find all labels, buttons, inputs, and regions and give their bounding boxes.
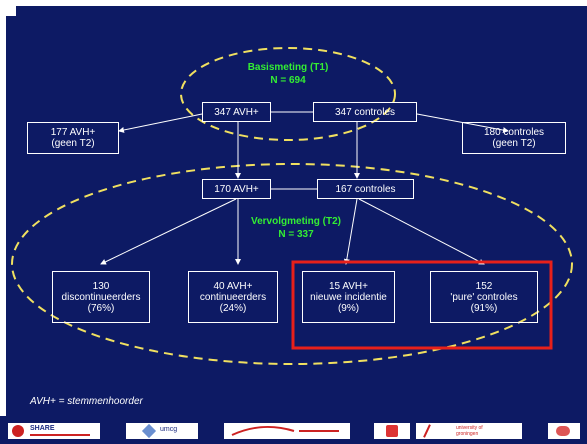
t1-avh-box: 347 AVH+: [202, 102, 271, 122]
corner-logo-mark: [556, 426, 570, 436]
t2-avh-box: 170 AVH+: [202, 179, 271, 199]
continue-count: 40 AVH+: [213, 280, 253, 292]
share-sub-bar: [30, 434, 90, 436]
arrow-to-incidence: [343, 198, 358, 265]
incidence-pct: (9%): [337, 302, 360, 314]
wave-logo-icon: [224, 423, 350, 439]
discontinue-label: discontinueerders: [61, 291, 141, 303]
baseline-title: Basismeting (T1) N = 694: [228, 61, 348, 87]
pure-pct: (91%): [470, 302, 498, 314]
continue-label: continueerders: [199, 291, 267, 303]
pure-count: 152: [475, 280, 493, 292]
rug-crest-icon: [374, 423, 410, 439]
uni-line1: university of: [456, 425, 483, 431]
umcg-text: umcg: [160, 426, 178, 433]
lost-controls-box: 180 controles (geen T2): [462, 122, 566, 154]
lost-avh-box: 177 AVH+ (geen T2): [27, 122, 119, 154]
arrow-to-discontinue: [100, 198, 237, 265]
incidence-label: nieuwe incidentie: [310, 291, 387, 303]
followup-ellipse: [11, 163, 573, 365]
highlight-rect: [291, 260, 553, 350]
lost-avh-count: 177 AVH+: [50, 127, 96, 138]
arrow-to-lost-avh: [118, 113, 203, 133]
baseline-ellipse: [180, 47, 396, 141]
arrow-to-pure: [358, 198, 485, 265]
share-logo-icon: SHARE: [8, 423, 100, 439]
followup-title-text: Vervolgmeting (T2): [250, 216, 341, 227]
legend-note: AVH+ = stemmenhoorder: [30, 396, 143, 407]
university-logo-icon: university of groningen: [416, 423, 522, 439]
followup-title: Vervolgmeting (T2) N = 337: [236, 215, 356, 241]
umcg-mark: [141, 423, 157, 439]
pure-label: 'pure' controles: [450, 291, 518, 303]
continue-pct: (24%): [219, 302, 247, 314]
share-text: SHARE: [30, 425, 55, 432]
discontinue-box: 130 discontinueerders (76%): [52, 271, 150, 323]
t1-controls-box: 347 controles: [313, 102, 417, 122]
corner-mark: [6, 6, 16, 16]
uni-slash: [423, 424, 431, 438]
share-mark: [12, 425, 24, 437]
discontinue-count: 130: [92, 280, 110, 292]
t2-controls-label: 167 controles: [335, 183, 396, 195]
corner-logo-icon: [548, 423, 580, 439]
baseline-title-text: Basismeting (T1): [247, 62, 329, 73]
continue-box: 40 AVH+ continueerders (24%): [188, 271, 278, 323]
lost-controls-count: 180 controles: [483, 127, 545, 138]
baseline-n: N = 694: [270, 75, 306, 86]
pure-box: 152 'pure' controles (91%): [430, 271, 538, 323]
uni-line2: groningen: [456, 431, 479, 437]
discontinue-pct: (76%): [87, 302, 115, 314]
followup-n: N = 337: [278, 229, 314, 240]
connector-layer: [11, 47, 573, 365]
wave-mark: [231, 425, 339, 436]
lost-controls-note: (geen T2): [492, 138, 536, 149]
incidence-count: 15 AVH+: [328, 280, 368, 292]
t2-controls-box: 167 controles: [317, 179, 414, 199]
t1-avh-label: 347 AVH+: [214, 106, 259, 118]
t1-controls-label: 347 controles: [334, 106, 396, 118]
t2-avh-label: 170 AVH+: [214, 183, 259, 195]
incidence-box: 15 AVH+ nieuwe incidentie (9%): [302, 271, 395, 323]
umcg-logo-icon: umcg: [126, 423, 198, 439]
crest-mark: [386, 425, 398, 437]
diagram-canvas: Basismeting (T1) N = 694 347 AVH+ 347 co…: [6, 6, 587, 416]
lost-avh-note: (geen T2): [51, 138, 95, 149]
